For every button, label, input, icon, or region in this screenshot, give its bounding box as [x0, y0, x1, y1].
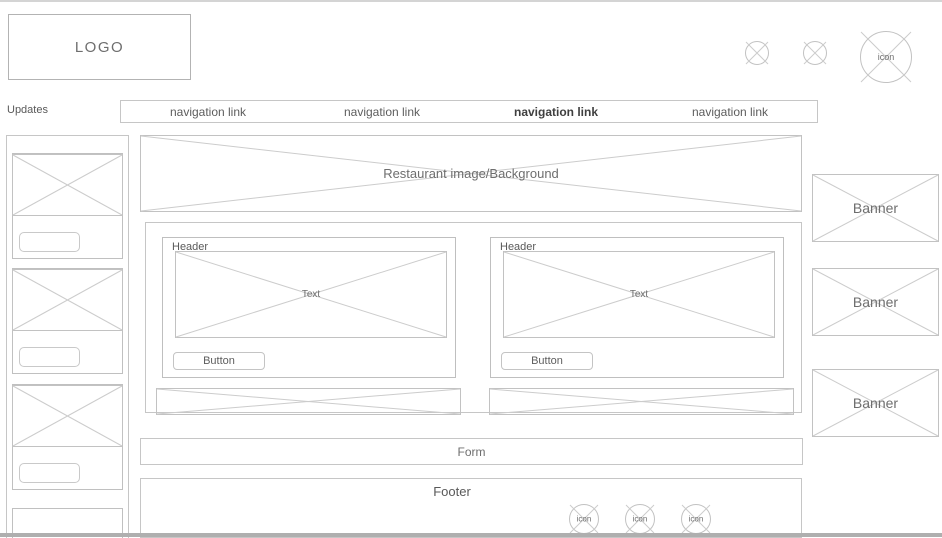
hero-label: Restaurant image/Background [383, 166, 559, 181]
banner-3[interactable]: Banner [812, 369, 939, 437]
card-image-placeholder: Text [503, 251, 775, 338]
card-button-label: Button [203, 355, 235, 367]
form-label: Form [457, 444, 486, 459]
footer-icon-label: icon [632, 514, 648, 524]
main-content-container: Header Text Button Header Text Button [145, 222, 802, 415]
banner-label: Banner [852, 395, 899, 411]
update-button[interactable] [19, 347, 80, 367]
update-image-placeholder [12, 154, 123, 216]
form-region: Form [140, 438, 803, 465]
footer-icon-label: icon [688, 514, 704, 524]
wide-image-placeholder [489, 388, 794, 415]
footer-social-icon[interactable]: icon [681, 504, 711, 534]
update-image-placeholder [12, 385, 123, 447]
update-button[interactable] [19, 232, 80, 252]
navigation-bar: navigation link navigation link navigati… [120, 100, 818, 123]
card-image-placeholder: Text [175, 251, 447, 338]
update-card [12, 153, 123, 259]
nav-link-1[interactable]: navigation link [121, 101, 295, 122]
banner-2[interactable]: Banner [812, 268, 939, 336]
x-circle-icon[interactable] [803, 41, 827, 65]
footer-icon-label: icon [576, 514, 592, 524]
card-button[interactable]: Button [501, 352, 593, 370]
card-button-label: Button [531, 355, 563, 367]
update-card [12, 268, 123, 374]
nav-link-label: navigation link [513, 104, 598, 119]
content-card-2: Header Text Button [490, 237, 784, 378]
nav-link-label: navigation link [691, 104, 769, 119]
profile-icon[interactable]: icon [860, 31, 912, 83]
nav-link-2[interactable]: navigation link [295, 101, 469, 122]
nav-link-label: navigation link [169, 104, 247, 119]
card-button[interactable]: Button [173, 352, 265, 370]
card-header-label: Header [500, 241, 537, 253]
footer-social-icon[interactable]: icon [569, 504, 599, 534]
wide-image-placeholder [156, 388, 461, 415]
bottom-rule [0, 533, 942, 537]
nav-link-label: navigation link [343, 104, 421, 119]
card-image-label: Text [629, 289, 649, 300]
nav-link-4[interactable]: navigation link [643, 101, 817, 122]
footer-social-icon[interactable]: icon [625, 504, 655, 534]
footer-region: Footer icon icon icon [140, 478, 802, 538]
nav-link-3-active[interactable]: navigation link [469, 101, 643, 122]
update-image-placeholder [12, 269, 123, 331]
top-rule [0, 0, 942, 2]
x-circle-icon[interactable] [745, 41, 769, 65]
logo[interactable]: LOGO [8, 14, 191, 80]
updates-title: Updates [7, 104, 48, 116]
card-image-label: Text [301, 289, 321, 300]
update-button[interactable] [19, 463, 80, 483]
card-header-label: Header [172, 241, 209, 253]
banner-1[interactable]: Banner [812, 174, 939, 242]
hero-image-placeholder: Restaurant image/Background [140, 135, 802, 212]
updates-sidebar [6, 135, 129, 538]
content-card-1: Header Text Button [162, 237, 456, 378]
footer-label: Footer [433, 484, 471, 499]
update-card [12, 384, 123, 490]
profile-icon-label: icon [877, 52, 895, 62]
logo-label: LOGO [74, 38, 125, 56]
banner-label: Banner [852, 294, 899, 310]
banner-label: Banner [852, 200, 899, 216]
